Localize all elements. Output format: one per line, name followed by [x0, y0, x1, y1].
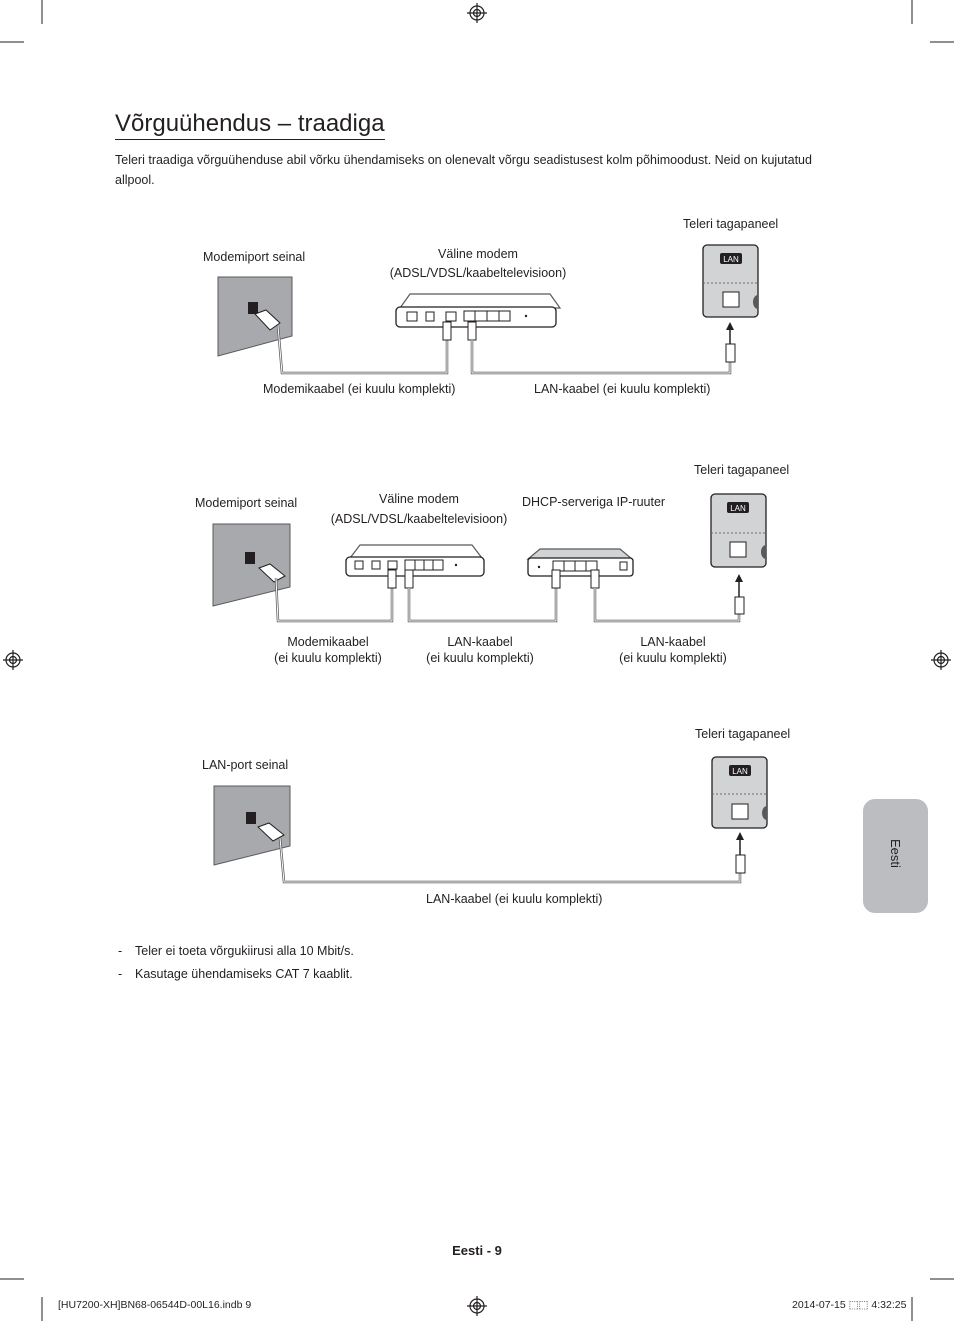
notes-list: -Teler ei toeta võrgukiirusi alla 10 Mbi…: [118, 940, 354, 986]
lan-badge-2: LAN: [730, 504, 746, 513]
page-title: Võrguühendus – traadiga: [115, 110, 385, 137]
note-bullet: -: [118, 944, 123, 958]
intro-paragraph: Teleri traadiga võrguühenduse abil võrku…: [115, 153, 812, 187]
note-text: Kasutage ühendamiseks CAT 7 kaablit.: [135, 967, 353, 981]
d3-lan-cable-label: LAN-kaabel (ei kuulu komplekti): [426, 892, 603, 906]
language-side-tab: Eesti: [863, 799, 928, 913]
note-item: -Kasutage ühendamiseks CAT 7 kaablit.: [118, 963, 354, 986]
d1-lan-cable-label: LAN-kaabel (ei kuulu komplekti): [534, 382, 711, 396]
d2-lan-cable2-label-1: LAN-kaabel: [640, 635, 706, 649]
external-modem-icon: [345, 544, 485, 577]
d1-modem-label-2: (ADSL/VDSL/kaabeltelevisioon): [389, 266, 567, 280]
d2-lan-cable1-label-2: (ei kuulu komplekti): [426, 651, 534, 665]
language-tab-label: Eesti: [888, 839, 903, 868]
d1-tv-panel-label: Teleri tagapaneel: [683, 217, 779, 231]
tv-back-panel-icon: [711, 756, 768, 829]
note-text: Teler ei toeta võrgukiirusi alla 10 Mbit…: [135, 944, 354, 958]
d2-router-label: DHCP-serveriga IP-ruuter: [522, 495, 666, 509]
tv-back-panel-icon: [702, 244, 759, 318]
d3-wall-label: LAN-port seinal: [202, 758, 289, 772]
page-number: Eesti - 9: [452, 1243, 502, 1258]
d2-modem-cable-label-1: Modemikaabel: [287, 635, 369, 649]
title-underline: [115, 139, 385, 140]
d2-modem-cable-label-2: (ei kuulu komplekti): [274, 651, 382, 665]
d3-tv-panel-label: Teleri tagapaneel: [695, 727, 791, 741]
registration-mark-top: [467, 3, 487, 23]
d2-wall-label: Modemiport seinal: [195, 496, 298, 510]
wall-port-icon: [217, 276, 293, 357]
note-item: -Teler ei toeta võrgukiirusi alla 10 Mbi…: [118, 940, 354, 963]
tv-back-panel-icon: [710, 493, 767, 568]
wall-port-icon: [212, 523, 291, 607]
d2-lan-cable1-label-1: LAN-kaabel: [447, 635, 513, 649]
registration-mark-bottom: [467, 1296, 487, 1316]
note-bullet: -: [118, 967, 123, 981]
registration-mark-left: [3, 650, 23, 670]
lan-badge-1: LAN: [723, 255, 739, 264]
lan-badge-3: LAN: [732, 767, 748, 776]
d1-modem-cable-label: Modemikaabel (ei kuulu komplekti): [263, 382, 456, 396]
print-date: 2014-07-15 ⬚⬚ 4:32:25: [792, 1299, 907, 1311]
d2-lan-cable2-label-2: (ei kuulu komplekti): [619, 651, 727, 665]
d1-modem-label-1: Väline modem: [438, 247, 518, 261]
d2-modem-label-2: (ADSL/VDSL/kaabeltelevisioon): [330, 512, 508, 526]
d2-modem-label-1: Väline modem: [379, 492, 459, 506]
print-file-name: [HU7200-XH]BN68-06544D-00L16.indb 9: [58, 1299, 252, 1311]
d2-tv-panel-label: Teleri tagapaneel: [694, 463, 790, 477]
wall-port-icon: [213, 785, 291, 866]
d1-wall-label: Modemiport seinal: [203, 250, 306, 264]
registration-mark-right: [931, 650, 951, 670]
